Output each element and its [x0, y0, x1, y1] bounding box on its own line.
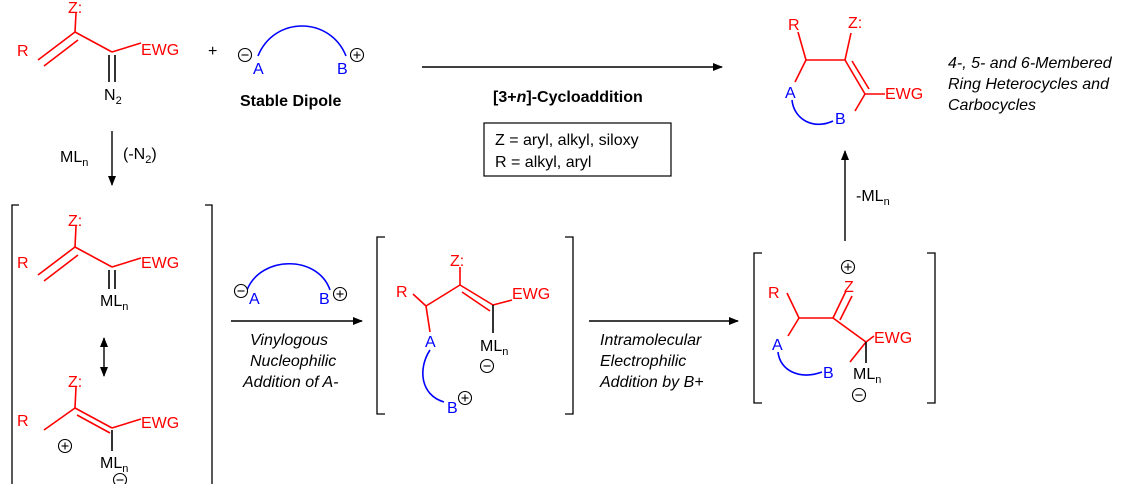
- product-b-label: B: [835, 111, 846, 128]
- ml-label: MLn: [480, 338, 508, 358]
- allyl-intermediate-bracket: [376, 236, 574, 415]
- r-label: R: [17, 413, 29, 430]
- ewg-label: EWG: [141, 415, 179, 432]
- r-label: R: [17, 255, 29, 272]
- a-label: A: [253, 61, 264, 78]
- loss-n2-label: (-N2): [123, 146, 157, 166]
- product-description-line-3: Carbocycles: [948, 97, 1036, 114]
- stable-dipole-label: Stable Dipole: [240, 93, 341, 110]
- cycloadduct-product: R Z: EWG A B: [785, 15, 923, 128]
- metal-carbene-bracket: [11, 204, 213, 484]
- cycloaddition-label: [3+n]-Cycloaddition: [493, 89, 643, 106]
- metal-carbene-resonance-b: R Z: EWG MLn: [17, 374, 179, 484]
- a-label: A: [425, 334, 436, 351]
- ml-label: MLn: [100, 455, 128, 475]
- cyclized-intermediate: R Z EWG A B MLn: [768, 259, 912, 403]
- r-label: R: [17, 43, 29, 60]
- ewg-label: EWG: [512, 286, 550, 303]
- allyl-intermediate: R Z: EWG A MLn B: [396, 253, 550, 417]
- ewg-label: EWG: [874, 330, 912, 347]
- r-label: R: [768, 285, 780, 302]
- plus-sign: +: [208, 43, 217, 60]
- vinyl-diazo-substrate: R Z: EWG N2: [17, 0, 179, 107]
- z-label: Z: [844, 279, 854, 296]
- r-label: R: [396, 284, 408, 301]
- b-label: B: [447, 400, 458, 417]
- ml-label: MLn: [100, 293, 128, 313]
- z-label: Z:: [68, 0, 82, 17]
- substituent-box: Z = aryl, alkyl, siloxy R = alkyl, aryl: [483, 122, 672, 177]
- z-label: Z:: [68, 374, 82, 391]
- product-description-line-1: 4-, 5- and 6-Membered: [948, 55, 1113, 72]
- product-ewg-label: EWG: [885, 86, 923, 103]
- ewg-label: EWG: [141, 42, 179, 59]
- intramolecular-label-3: Addition by B+: [599, 374, 704, 391]
- box-line-r: R = alkyl, aryl: [495, 154, 591, 171]
- vinylogous-label-1: Vinylogous: [250, 332, 328, 349]
- b-label: B: [823, 365, 834, 382]
- reagent-dipole-small: A B: [233, 262, 348, 308]
- product-z-label: Z:: [848, 15, 862, 32]
- product-description-line-2: Ring Heterocycles and: [948, 76, 1110, 93]
- cyclized-intermediate-bracket: [753, 252, 936, 404]
- b-label: B: [319, 291, 330, 308]
- metal-carbene-resonance-a: R Z: EWG MLn: [17, 213, 179, 313]
- vinylogous-label-3: Addition of A-: [242, 374, 338, 391]
- product-r-label: R: [788, 17, 800, 34]
- intramolecular-label-2: Electrophilic: [600, 353, 686, 370]
- catalyst-label: MLn: [60, 149, 88, 169]
- stable-dipole: A B Stable Dipole: [237, 25, 365, 110]
- n2-label: N2: [104, 87, 122, 107]
- b-label: B: [337, 61, 348, 78]
- minus-ml-label: -MLn: [856, 188, 890, 208]
- a-label: A: [772, 337, 783, 354]
- ml-label: MLn: [853, 366, 881, 386]
- z-label: Z:: [68, 213, 82, 230]
- ewg-label: EWG: [141, 255, 179, 272]
- intramolecular-label-1: Intramolecular: [600, 332, 702, 349]
- product-a-label: A: [785, 85, 796, 102]
- a-label: A: [249, 291, 260, 308]
- box-line-z: Z = aryl, alkyl, siloxy: [495, 132, 639, 149]
- z-label: Z:: [450, 253, 464, 270]
- vinylogous-label-2: Nucleophilic: [250, 353, 336, 370]
